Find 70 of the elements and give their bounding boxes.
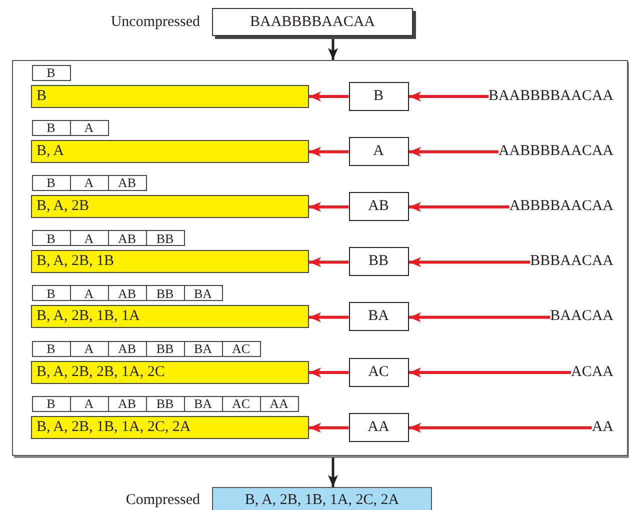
output-bar: B, A, 2B, 1B — [30, 250, 308, 274]
token-box: A — [348, 136, 408, 166]
output-bar: B, A, 2B, 1B, 1A, 2C, 2A — [30, 416, 308, 439]
arrow — [328, 39, 338, 60]
dictionary-cell: AB — [108, 174, 146, 191]
output-box: B, A, 2B, 1B, 1A, 2C, 2A — [212, 487, 432, 510]
dictionary-cell: B — [32, 340, 70, 356]
dictionary-cell: BA — [184, 396, 222, 412]
caption-text: Uncompressed — [110, 13, 200, 32]
dictionary-cell: A — [70, 285, 108, 302]
dictionary-cell: BA — [184, 340, 222, 356]
dictionary-cell: B — [32, 120, 70, 136]
dictionary-cell: BB — [146, 230, 184, 246]
dictionary-cell: A — [70, 396, 108, 412]
dictionary-cell: A — [70, 230, 108, 246]
arrow — [409, 368, 571, 378]
arrow — [409, 146, 498, 157]
dictionary-cell: AA — [260, 396, 298, 412]
arrow — [309, 257, 348, 268]
dictionary-cell: AB — [108, 230, 146, 246]
caption-text: Compressed — [126, 491, 200, 510]
token-box: AB — [348, 192, 408, 221]
input-box: BAABBBBAACAA — [212, 8, 413, 36]
dictionary-cell: AC — [222, 340, 260, 356]
arrow — [309, 202, 348, 212]
output-bar: B, A, 2B, 2B, 1A, 2C — [30, 360, 308, 384]
arrow — [309, 92, 348, 102]
arrow — [309, 368, 348, 378]
arrow — [309, 146, 348, 157]
arrow — [409, 257, 530, 268]
token-box: AC — [348, 358, 408, 386]
dictionary-cell: BB — [146, 285, 184, 302]
arrow — [328, 458, 338, 487]
dictionary-cell: B — [32, 64, 70, 80]
remaining-text: BBBAACAA — [530, 250, 614, 274]
token-box: BB — [348, 247, 408, 276]
arrow — [409, 422, 592, 433]
output-bar: B, A, 2B, 1B, 1A — [30, 305, 308, 328]
output-bar: B — [30, 84, 308, 108]
token-box: B — [348, 82, 408, 110]
dictionary-cell: AB — [108, 340, 146, 356]
dictionary-cell: BB — [146, 396, 184, 412]
dictionary-cell: B — [32, 230, 70, 246]
arrow — [409, 202, 510, 212]
dictionary-cell: B — [32, 285, 70, 302]
dictionary-cell: A — [70, 120, 108, 136]
remaining-text: AABBBBAACAA — [498, 140, 614, 163]
remaining-text: BAACAA — [550, 305, 614, 328]
dictionary-cell: B — [32, 174, 70, 191]
dictionary-cell: A — [70, 174, 108, 191]
dictionary-cell: AB — [108, 396, 146, 412]
token-box: BA — [348, 302, 408, 332]
remaining-text: ABBBBAACAA — [509, 194, 614, 218]
remaining-text: AA — [592, 416, 614, 439]
dictionary-cell: AB — [108, 285, 146, 302]
output-bar: B, A — [30, 140, 308, 163]
arrow — [409, 312, 550, 322]
remaining-text: BAABBBBAACAA — [488, 84, 614, 108]
dictionary-cell: BB — [146, 340, 184, 356]
dictionary-cell: A — [70, 340, 108, 356]
dictionary-cell: B — [32, 396, 70, 412]
arrow — [309, 312, 348, 322]
output-bar: B, A, 2B — [30, 194, 308, 218]
arrow — [309, 422, 348, 433]
dictionary-cell: AC — [222, 396, 260, 412]
remaining-text: ACAA — [570, 360, 614, 384]
frame-box — [12, 60, 628, 456]
token-box: AA — [348, 412, 408, 442]
arrow — [409, 92, 488, 102]
dictionary-cell: BA — [184, 285, 222, 302]
